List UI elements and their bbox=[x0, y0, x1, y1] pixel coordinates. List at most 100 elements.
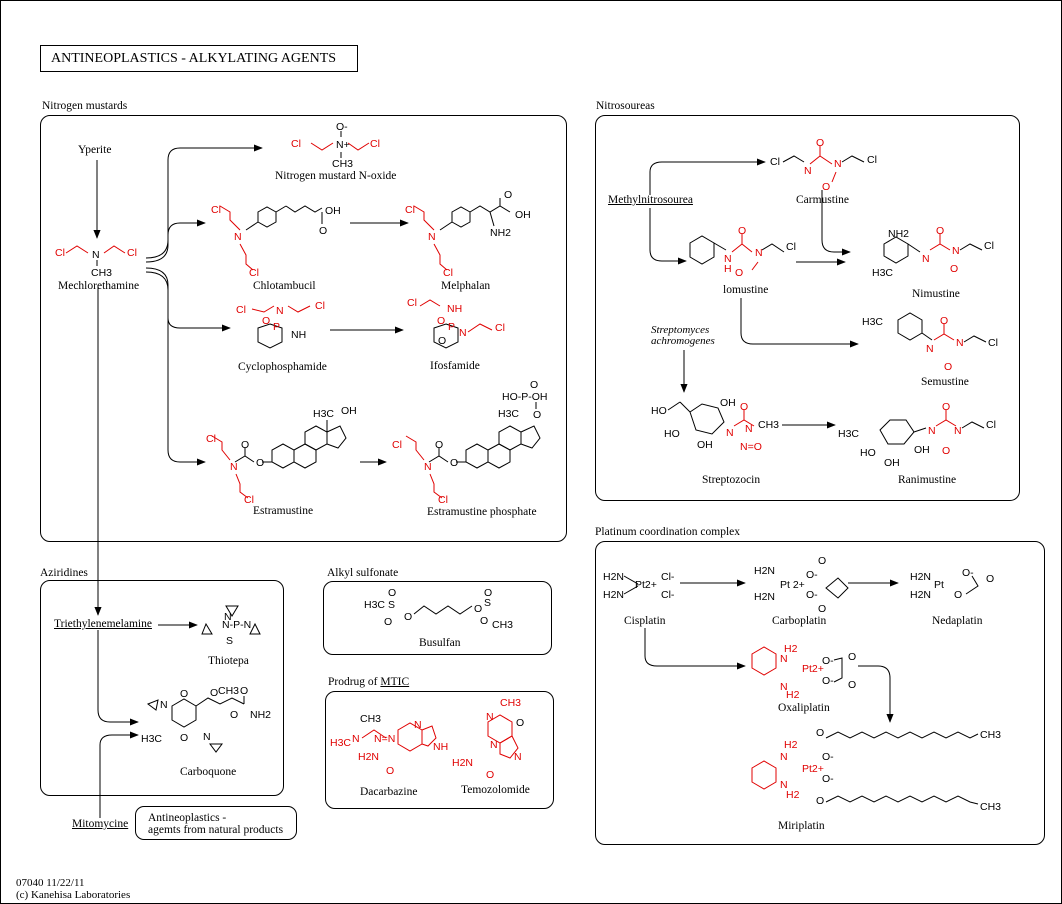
svg-text:Cl: Cl bbox=[249, 267, 259, 279]
arrow-to-n-oxide bbox=[145, 144, 263, 259]
svg-text:N: N bbox=[352, 733, 360, 745]
svg-text:O: O bbox=[516, 717, 524, 729]
compound-ranimustine[interactable]: Ranimustine bbox=[898, 474, 957, 486]
compound-yperite[interactable]: Yperite bbox=[78, 144, 112, 156]
compound-carmustine[interactable]: Carmustine bbox=[796, 194, 850, 206]
section-label-aziridines: Aziridines bbox=[40, 567, 88, 579]
svg-text:H2N: H2N bbox=[910, 571, 931, 583]
compound-semustine[interactable]: Semustine bbox=[921, 376, 969, 388]
svg-text:H2: H2 bbox=[786, 689, 800, 701]
svg-text:Cl: Cl bbox=[495, 322, 505, 334]
compound-thiotepa[interactable]: Thiotepa bbox=[208, 655, 249, 667]
svg-text:N: N bbox=[926, 343, 934, 355]
svg-text:O-: O- bbox=[822, 675, 834, 687]
svg-text:S: S bbox=[388, 599, 395, 611]
svg-text:O: O bbox=[986, 573, 994, 585]
svg-text:O: O bbox=[474, 603, 482, 615]
compound-lomustine[interactable]: lomustine bbox=[723, 284, 769, 296]
svg-text:Cl: Cl bbox=[236, 304, 246, 316]
svg-text:Cl: Cl bbox=[211, 204, 221, 216]
svg-text:N: N bbox=[230, 461, 238, 473]
svg-text:OH: OH bbox=[884, 457, 900, 469]
compound-ifosfamide[interactable]: Ifosfamide bbox=[430, 360, 480, 372]
structure-n-oxide: Cl N+ Cl O- CH3 bbox=[291, 121, 380, 170]
map-link-natural-products[interactable]: Antineoplastics - agemts from natural pr… bbox=[135, 806, 297, 840]
structure-carboplatin: H2N H2N Pt 2+ O- O- O O bbox=[754, 555, 849, 615]
svg-text:H2: H2 bbox=[784, 643, 798, 655]
compound-carboplatin[interactable]: Carboplatin bbox=[772, 615, 827, 627]
compound-streptozocin[interactable]: Streptozocin bbox=[702, 474, 761, 486]
svg-text:O: O bbox=[384, 616, 392, 628]
svg-text:N: N bbox=[160, 699, 168, 711]
svg-text:N: N bbox=[726, 427, 734, 439]
compound-temozolomide[interactable]: Temozolomide bbox=[461, 784, 530, 796]
compound-nitrogen-mustard-n-oxide[interactable]: Nitrogen mustard N-oxide bbox=[275, 170, 397, 182]
svg-text:Cl: Cl bbox=[988, 337, 998, 349]
svg-text:O: O bbox=[530, 379, 538, 391]
compound-melphalan[interactable]: Melphalan bbox=[441, 280, 491, 292]
platinum-arrows bbox=[644, 579, 899, 723]
compound-chlorambucil[interactable]: Chlotambucil bbox=[253, 280, 316, 292]
svg-text:O: O bbox=[450, 457, 458, 469]
svg-text:O-: O- bbox=[806, 589, 818, 601]
link-mitomycine[interactable]: Mitomycine bbox=[72, 818, 129, 830]
svg-text:HO-P-OH: HO-P-OH bbox=[502, 391, 548, 403]
arrow-lomustine-to-semustine bbox=[740, 298, 859, 348]
compound-nedaplatin[interactable]: Nedaplatin bbox=[932, 615, 983, 627]
svg-text:O: O bbox=[940, 315, 948, 327]
compound-cyclophosphamide[interactable]: Cyclophosphamide bbox=[238, 361, 327, 373]
compound-dacarbazine[interactable]: Dacarbazine bbox=[360, 786, 418, 798]
compound-mechlorethamine[interactable]: Mechlorethamine bbox=[58, 280, 140, 292]
link-triethylenemelamine[interactable]: Triethylenemelamine bbox=[54, 618, 152, 630]
svg-text:H2N: H2N bbox=[452, 757, 473, 769]
svg-text:N=O: N=O bbox=[740, 441, 762, 453]
svg-text:N: N bbox=[414, 719, 422, 731]
compound-busulfan[interactable]: Busulfan bbox=[419, 637, 461, 649]
svg-text:N: N bbox=[956, 337, 964, 349]
svg-text:S: S bbox=[226, 635, 233, 647]
svg-text:Cl: Cl bbox=[55, 247, 65, 259]
svg-text:OH: OH bbox=[697, 439, 713, 451]
svg-text:O-: O- bbox=[806, 569, 818, 581]
compound-miriplatin[interactable]: Miriplatin bbox=[778, 820, 825, 832]
svg-text:N: N bbox=[834, 158, 842, 170]
svg-text:N: N bbox=[92, 249, 100, 261]
svg-text:H3C: H3C bbox=[313, 408, 334, 420]
svg-text:O: O bbox=[936, 225, 944, 237]
svg-text:OH: OH bbox=[515, 209, 531, 221]
compound-estramustine-phosphate[interactable]: Estramustine phosphate bbox=[427, 506, 537, 518]
svg-text:Cl: Cl bbox=[786, 241, 796, 253]
svg-text:O: O bbox=[180, 688, 188, 700]
svg-text:O: O bbox=[480, 615, 488, 627]
panel-nitrosoureas bbox=[595, 115, 1020, 501]
link-methylnitrosourea[interactable]: Methylnitrosourea bbox=[608, 194, 693, 206]
section-label-nitrosoureas: Nitrosoureas bbox=[596, 100, 655, 112]
compound-nimustine[interactable]: Nimustine bbox=[912, 288, 960, 300]
svg-text:H2N: H2N bbox=[603, 571, 624, 583]
footer: 07040 11/22/11 (c) Kanehisa Laboratories bbox=[16, 877, 130, 901]
svg-text:HO: HO bbox=[664, 428, 680, 440]
arrow-to-estramustine bbox=[145, 271, 206, 466]
svg-text:O: O bbox=[404, 611, 412, 623]
svg-text:O: O bbox=[942, 401, 950, 413]
svg-text:H2: H2 bbox=[784, 739, 798, 751]
svg-text:H2N: H2N bbox=[754, 591, 775, 603]
svg-text:O-: O- bbox=[822, 751, 834, 763]
organism-streptomyces[interactable]: Streptomyces achromogenes bbox=[651, 325, 715, 347]
structure-miriplatin: H2 N N H2 Pt2+ O- O- O O CH3 CH3 bbox=[751, 727, 1001, 813]
svg-text:NH: NH bbox=[433, 741, 448, 753]
compound-carboquone[interactable]: Carboquone bbox=[180, 766, 237, 778]
compound-estramustine[interactable]: Estramustine bbox=[253, 505, 314, 517]
compound-cisplatin[interactable]: Cisplatin bbox=[624, 615, 666, 627]
svg-text:Cl: Cl bbox=[370, 138, 380, 150]
svg-text:N: N bbox=[428, 231, 436, 243]
svg-text:NH2: NH2 bbox=[888, 228, 909, 240]
svg-text:O: O bbox=[240, 685, 248, 697]
structure-melphalan: O OH NH2 N Cl Cl bbox=[405, 189, 531, 279]
svg-text:N: N bbox=[276, 305, 284, 317]
link-mtic[interactable]: MTIC bbox=[380, 676, 410, 688]
compound-oxaliplatin[interactable]: Oxaliplatin bbox=[778, 702, 830, 714]
svg-text:O: O bbox=[740, 401, 748, 413]
svg-text:N: N bbox=[780, 681, 788, 693]
arrow-to-chlorambucil bbox=[145, 219, 206, 263]
